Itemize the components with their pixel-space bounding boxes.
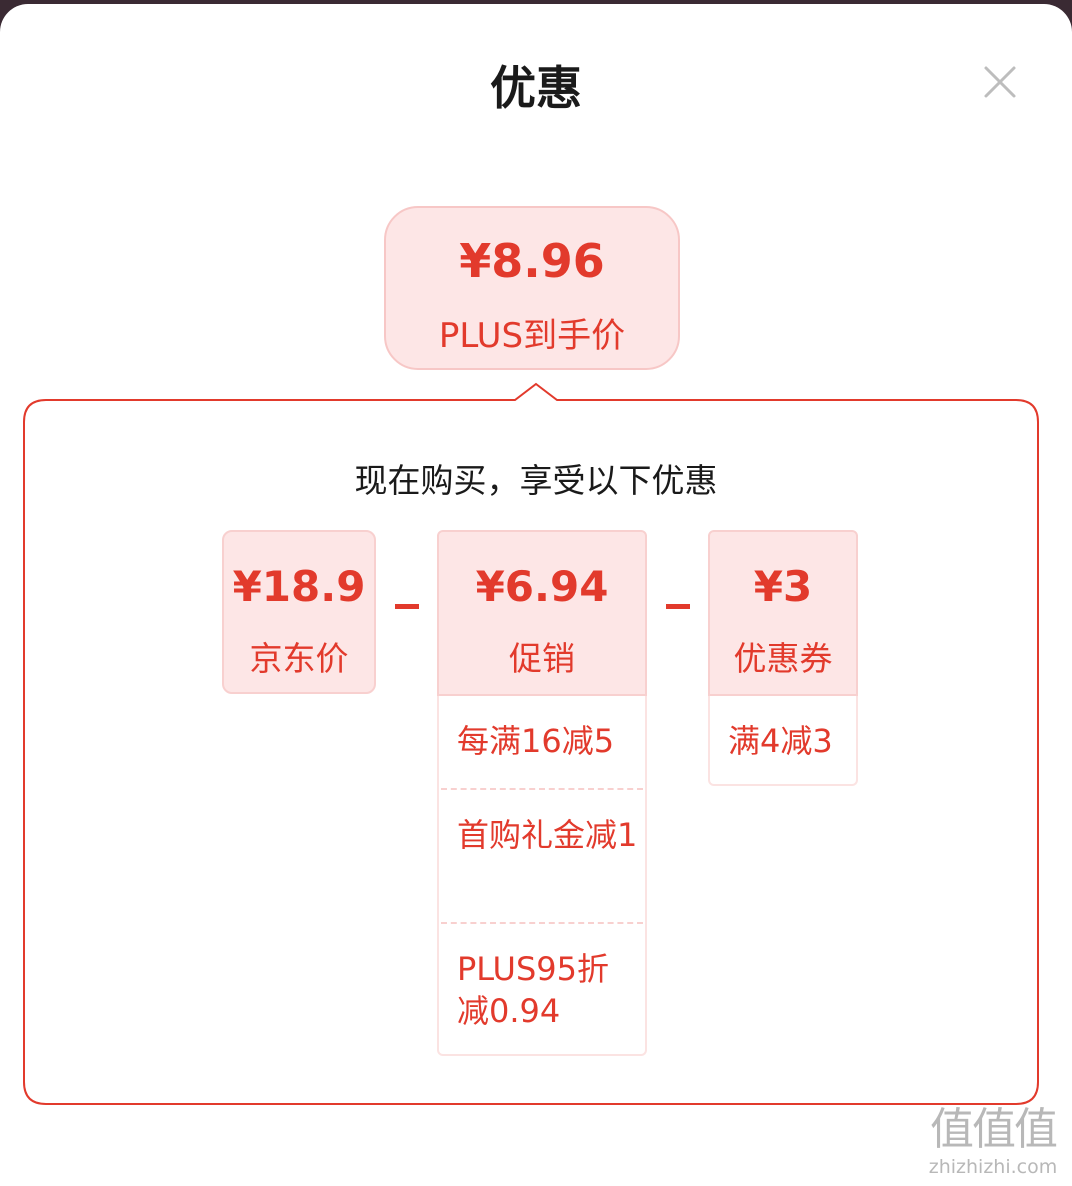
promo-amount: ¥6.94: [475, 562, 609, 611]
dashed-divider: [441, 788, 643, 790]
watermark: 值值值 zhizhizhi.com: [918, 1104, 1068, 1184]
dashed-divider: [441, 922, 643, 924]
promo-item: PLUS95折减0.94: [457, 950, 609, 1030]
discount-sheet: 优惠 ¥8.96 PLUS到手价 现在购买，享受以下优惠 ¥18.9 京东价 ¥…: [0, 4, 1072, 1186]
jd-price-amount: ¥18.9: [232, 562, 366, 611]
coupon-card: ¥3 优惠券: [708, 530, 858, 696]
watermark-url: zhizhizhi.com: [928, 1156, 1058, 1178]
promo-item: 首购礼金减1: [457, 816, 638, 854]
watermark-logo: 值值值: [930, 1104, 1058, 1155]
coupon-item: 满4减3: [728, 722, 833, 760]
close-button[interactable]: [978, 60, 1022, 104]
coupon-amount: ¥3: [753, 562, 813, 611]
promo-item: 每满16减5: [457, 722, 615, 760]
discount-subtitle: 现在购买，享受以下优惠: [354, 461, 718, 500]
promo-detail-list: 每满16减5 首购礼金减1 PLUS95折减0.94: [437, 696, 647, 1056]
minus-operator: [395, 604, 419, 609]
coupon-label: 优惠券: [733, 639, 833, 678]
final-price-label: PLUS到手价: [438, 316, 626, 356]
jd-price-label: 京东价: [249, 639, 349, 678]
jd-price-card: ¥18.9 京东价: [222, 530, 376, 694]
final-price: ¥8.96: [459, 234, 605, 288]
close-icon: [984, 66, 1016, 98]
sheet-title: 优惠: [490, 61, 582, 115]
promo-card: ¥6.94 促销: [437, 530, 647, 696]
minus-operator: [666, 604, 690, 609]
discount-bubble: [23, 382, 1039, 1105]
final-price-box: ¥8.96 PLUS到手价: [384, 206, 680, 370]
promo-label: 促销: [509, 639, 575, 678]
coupon-detail-list: 满4减3: [708, 696, 858, 786]
